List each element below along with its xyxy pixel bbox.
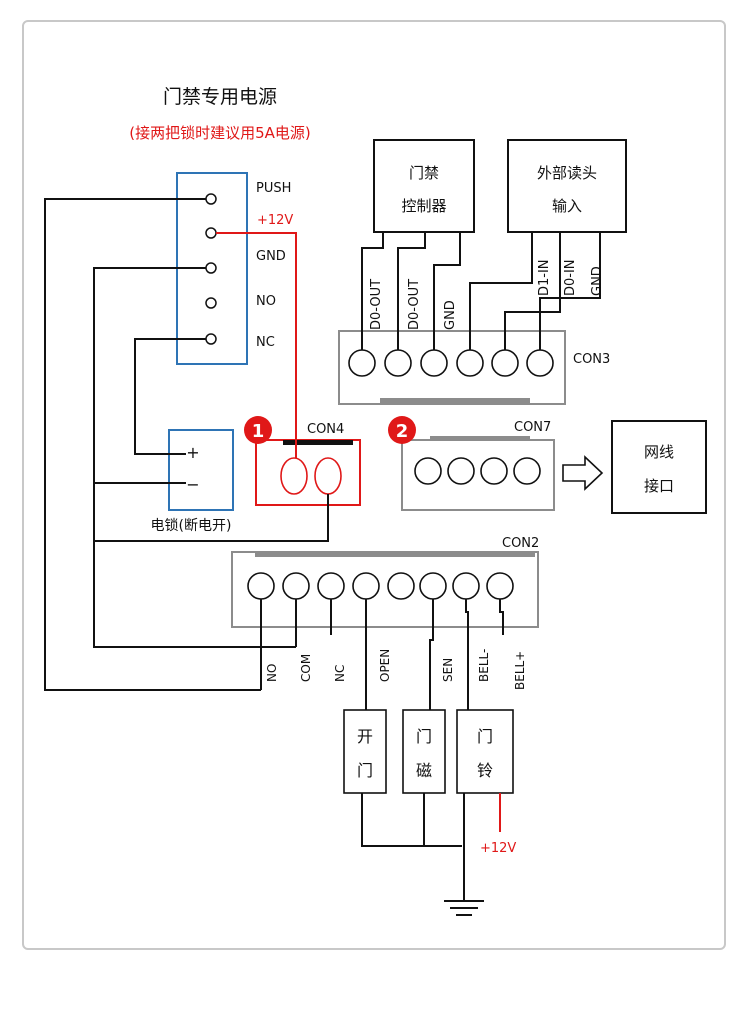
diagram-title: 门禁专用电源 bbox=[163, 86, 277, 108]
con7-pin-3 bbox=[480, 457, 508, 485]
ground-icon bbox=[444, 900, 484, 916]
terminal-push bbox=[205, 193, 217, 205]
reader-pin-2: D0-IN bbox=[563, 259, 578, 296]
con2-pin-bell-minus bbox=[452, 572, 480, 600]
label-12v: +12V bbox=[257, 213, 293, 228]
lock-label: 电锁(断电开) bbox=[151, 518, 232, 534]
con2-label: CON2 bbox=[502, 536, 539, 551]
con2-pin-bell-plus bbox=[486, 572, 514, 600]
terminal-no bbox=[205, 297, 217, 309]
controller-line2: 控制器 bbox=[401, 197, 446, 215]
lock-plus: + bbox=[186, 443, 199, 462]
door-sensor-line2: 磁 bbox=[416, 761, 432, 780]
con3-pins bbox=[348, 349, 554, 377]
reader-pin-3: GND bbox=[590, 266, 605, 296]
doorbell-12v-label: +12V bbox=[480, 841, 516, 856]
con2-wires bbox=[260, 599, 504, 710]
con7-pins bbox=[414, 457, 541, 485]
con4-rail bbox=[283, 440, 353, 445]
con2-pin-com bbox=[282, 572, 310, 600]
con7-pin-1 bbox=[414, 457, 442, 485]
doorbell-line1: 门 bbox=[477, 727, 493, 746]
con4-pin-2 bbox=[314, 457, 342, 495]
controller-pin-3: GND bbox=[443, 300, 458, 330]
door-sensor-box bbox=[402, 709, 446, 794]
con2-rail bbox=[255, 552, 535, 557]
con7-badge-icon bbox=[388, 416, 416, 444]
con4-block bbox=[255, 439, 361, 506]
plus12v-wire bbox=[216, 232, 297, 458]
con2-pin-label-bell-minus: BELL- bbox=[477, 649, 491, 682]
terminal-12v bbox=[205, 227, 217, 239]
label-push: PUSH bbox=[256, 181, 291, 196]
con7-pin-2 bbox=[447, 457, 475, 485]
con2-pin-label-sen: SEN bbox=[441, 658, 455, 682]
con7-label: CON7 bbox=[514, 420, 551, 435]
right-arrow-icon bbox=[562, 455, 604, 491]
label-nc: NC bbox=[256, 335, 275, 350]
terminal-nc bbox=[205, 333, 217, 345]
con3-wires bbox=[361, 232, 601, 350]
exit-button-line1: 开 bbox=[357, 727, 373, 746]
diagram-subtitle: (接两把锁时建议用5A电源) bbox=[129, 124, 311, 142]
network-port-box bbox=[611, 420, 707, 514]
con2-pin-no bbox=[247, 572, 275, 600]
reader-pin-1: D1-IN bbox=[537, 259, 552, 296]
con7-badge-text: 2 bbox=[396, 421, 409, 442]
label-no: NO bbox=[256, 294, 276, 309]
reader-box bbox=[507, 139, 627, 233]
exit-button-box bbox=[343, 709, 387, 794]
doorbell-line2: 铃 bbox=[477, 761, 493, 780]
con3-pin-5 bbox=[491, 349, 519, 377]
con2-pin-label-nc: NC bbox=[333, 665, 347, 682]
power-terminals bbox=[205, 193, 217, 345]
reader-line1: 外部读头 bbox=[537, 164, 597, 182]
terminal-gnd bbox=[205, 262, 217, 274]
network-line2: 接口 bbox=[644, 477, 674, 495]
con3-pin-6 bbox=[526, 349, 554, 377]
con4-badge-icon bbox=[244, 416, 272, 444]
door-sensor-line1: 门 bbox=[416, 727, 432, 746]
lock-minus: − bbox=[186, 475, 199, 494]
controller-pin-1: D0-OUT bbox=[369, 279, 384, 330]
con2-pin-nc bbox=[317, 572, 345, 600]
label-gnd: GND bbox=[256, 249, 286, 264]
doorbell-box bbox=[456, 709, 514, 794]
controller-pin-2: D0-OUT bbox=[407, 279, 422, 330]
con2-pin-sen bbox=[419, 572, 447, 600]
controller-line1: 门禁 bbox=[409, 164, 439, 182]
con4-badge-text: 1 bbox=[252, 421, 265, 442]
con3-pin-2 bbox=[384, 349, 412, 377]
con2-pin-label-no: NO bbox=[265, 664, 279, 682]
con2-pin-label-open: OPEN bbox=[378, 649, 392, 682]
con7-rail bbox=[430, 436, 530, 441]
con2-pins bbox=[247, 572, 514, 600]
controller-box bbox=[373, 139, 475, 233]
network-line1: 网线 bbox=[644, 443, 674, 461]
con2-pin-label-com: COM bbox=[299, 654, 313, 682]
con3-label: CON3 bbox=[573, 352, 610, 367]
con2-pin-open bbox=[352, 572, 380, 600]
con3-rail bbox=[380, 398, 530, 404]
con4-pin-1 bbox=[280, 457, 308, 495]
con3-pin-1 bbox=[348, 349, 376, 377]
electric-lock-block bbox=[168, 429, 234, 511]
ground-wires bbox=[361, 793, 465, 900]
con3-pin-4 bbox=[456, 349, 484, 377]
exit-button-line2: 门 bbox=[357, 761, 373, 780]
con2-pin-spare bbox=[387, 572, 415, 600]
reader-line2: 输入 bbox=[552, 197, 582, 215]
con2-pin-label-bell-plus: BELL+ bbox=[513, 651, 527, 690]
con7-pin-4 bbox=[513, 457, 541, 485]
power-bus-wires bbox=[44, 198, 329, 691]
con3-pin-3 bbox=[420, 349, 448, 377]
con4-label: CON4 bbox=[307, 422, 344, 437]
